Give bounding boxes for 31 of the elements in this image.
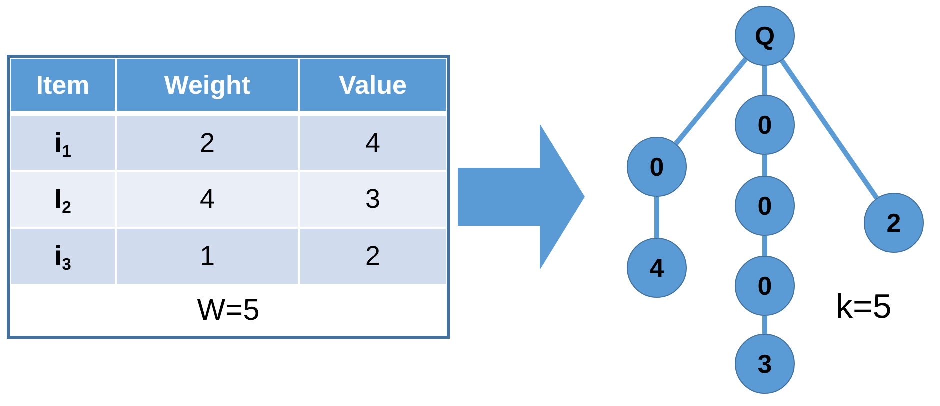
connector-line xyxy=(762,155,768,176)
table-cell: i$_{3}$ xyxy=(11,229,115,284)
table-cell: 1 xyxy=(117,229,298,284)
connector-line xyxy=(762,316,768,334)
table-cell: 3 xyxy=(300,172,446,227)
block-arrow xyxy=(458,124,585,270)
parameter-label: k=5 xyxy=(836,288,892,327)
data-table xyxy=(7,55,450,339)
tree-node: 0 xyxy=(735,176,795,236)
tree-node: 0 xyxy=(627,137,687,197)
tree-node: 0 xyxy=(735,256,795,316)
connector-line xyxy=(674,58,748,146)
table-cell: 2 xyxy=(117,116,298,170)
tree-node: 4 xyxy=(627,238,687,298)
capacity-label: W=5 xyxy=(197,294,260,328)
table-cell: 2 xyxy=(300,229,446,284)
tree-node: 2 xyxy=(864,193,924,253)
connector-line xyxy=(762,236,768,256)
column-header: Weight xyxy=(117,59,298,111)
connector-line xyxy=(654,197,660,238)
table-cell: 4 xyxy=(300,116,446,170)
column-header: Value xyxy=(300,59,446,111)
tree-node: 0 xyxy=(735,95,795,155)
connector-line xyxy=(780,59,880,200)
tree-node: 3 xyxy=(735,334,795,394)
table-cell: 4 xyxy=(117,172,298,227)
table-cell: i$_{1}$ xyxy=(11,116,115,170)
table-cell: I$_{2}$ xyxy=(11,172,115,227)
tree-node: Q xyxy=(735,6,795,66)
connector-line xyxy=(762,66,768,95)
column-header: Item xyxy=(11,59,115,111)
